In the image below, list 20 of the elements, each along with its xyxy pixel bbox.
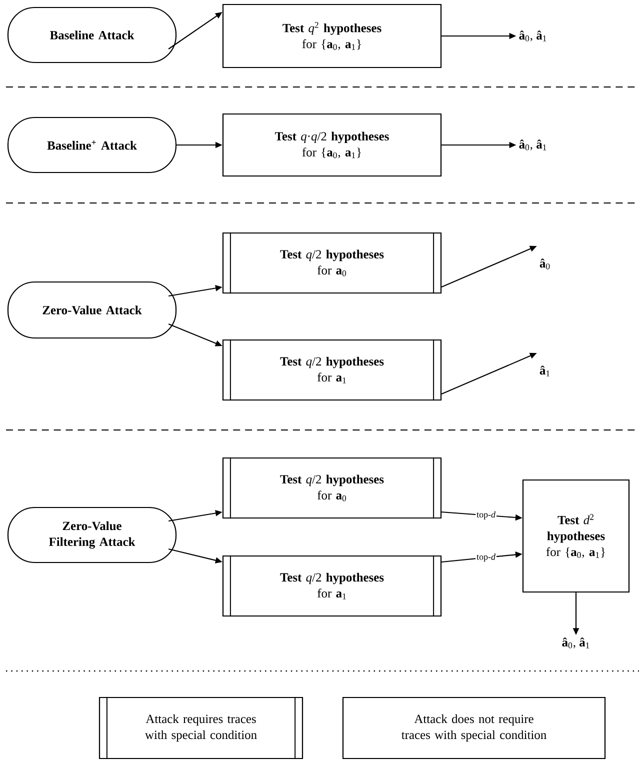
result-label: â$_{0}$, â$_{1}$ <box>519 140 546 150</box>
rounded-box: Baseline$^{+}$ Attack <box>7 116 177 174</box>
double-bar-box: Test q/2 hypotheses for a$_{0}$ <box>222 456 442 520</box>
process-box: Attack does not require traces with special condition <box>342 696 606 760</box>
double-bar-box: Test q/2 hypotheses for a$_{0}$ <box>222 232 442 294</box>
edge-label: top-d <box>476 552 496 563</box>
edge-label: top-d <box>476 510 496 520</box>
process-box: Test q·q/2 hypotheses for {a$_{0}$, a$_{1}$} <box>222 113 442 177</box>
result-label: â$_{0}$, â$_{1}$ <box>562 638 590 648</box>
result-label: â$_{0}$, â$_{1}$ <box>519 30 546 42</box>
double-bar-box: Test q/2 hypotheses for a$_{1}$ <box>222 554 442 618</box>
process-box: Test q$^{2}$ hypotheses for {a$_{0}$, a$_{1}$} <box>222 4 442 68</box>
double-bar-box: Test q/2 hypotheses for a$_{1}$ <box>222 338 442 402</box>
process-box: Test d$^{2}$ hypotheses for {a$_{0}$, a$_{1}$} <box>522 479 630 593</box>
result-label: â$_{0}$ <box>540 258 550 270</box>
rounded-box: Zero-Value Attack <box>7 281 177 339</box>
rounded-box: Baseline Attack <box>7 6 177 64</box>
double-bar-box: Attack requires traces with special condition <box>98 696 304 760</box>
rounded-box: Zero-Value Filtering Attack <box>7 506 177 564</box>
result-label: â$_{1}$ <box>540 366 550 376</box>
